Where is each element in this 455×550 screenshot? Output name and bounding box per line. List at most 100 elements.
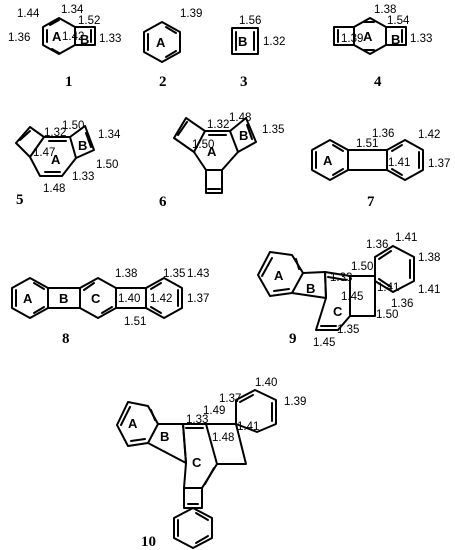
ring-b-5 <box>69 125 95 159</box>
ring-right-9 <box>374 245 415 293</box>
bond-length: 1.47 <box>33 147 55 159</box>
bond-length: 1.38 <box>418 252 440 264</box>
bond-length: 1.50 <box>192 139 214 151</box>
compound-6: A B 1.48 1.32 1.35 1.50 6 <box>159 112 284 210</box>
bond-length: 1.54 <box>387 15 410 27</box>
double-bond <box>165 26 177 34</box>
ring-right-10 <box>235 389 277 433</box>
bond-length: 1.37 <box>187 293 209 305</box>
ring-left-5 <box>15 126 45 158</box>
bond-length: 1.32 <box>263 36 285 48</box>
bond-length: 1.50 <box>62 120 84 132</box>
double-bond <box>85 132 92 148</box>
double-bond <box>101 306 113 314</box>
ring-label-b: B <box>80 32 89 47</box>
bond-length: 1.39 <box>180 8 202 20</box>
bond-length: 1.34 <box>98 129 121 141</box>
ring-middle-9 <box>349 275 376 317</box>
bond-length: 1.35 <box>262 124 284 136</box>
compound-number: 10 <box>141 534 156 550</box>
ring-label-b: B <box>78 138 87 153</box>
bond-length: 1.45 <box>313 337 335 349</box>
compound-number: 1 <box>65 74 73 90</box>
bond-length: 1.51 <box>356 138 378 150</box>
ring-label-a: A <box>156 35 166 50</box>
compound-10: A B C 1.40 1.37 1.39 1.49 1.33 1.41 1.48… <box>116 377 306 550</box>
bond-length: 1.49 <box>203 405 225 417</box>
double-bond <box>120 406 131 426</box>
bond-length: 1.50 <box>96 159 118 171</box>
compound-number: 7 <box>367 194 375 210</box>
double-bond <box>246 124 253 140</box>
bond-length: 1.48 <box>212 432 234 444</box>
bond-length: 1.56 <box>239 15 261 27</box>
bond-length: 1.45 <box>341 291 363 303</box>
ring-label-a: A <box>363 29 373 44</box>
double-bond <box>204 467 215 485</box>
double-bond <box>273 288 290 292</box>
double-bond <box>83 282 95 291</box>
ring-label-b: B <box>391 32 400 47</box>
double-bond <box>33 282 45 290</box>
double-bond <box>51 48 60 54</box>
ring-b-4 <box>385 26 407 46</box>
compound-8: A B C 1.38 1.35 1.43 1.40 1.42 1.37 1.51… <box>11 268 209 347</box>
ring-label-b: B <box>306 281 315 296</box>
ring-label-a: A <box>23 291 33 306</box>
double-bond <box>378 278 392 288</box>
bond-length: 1.42 <box>418 129 440 141</box>
ring-label-a: A <box>274 268 284 283</box>
bond-length: 1.35 <box>337 324 359 336</box>
bond-length: 1.36 <box>372 128 394 140</box>
bond-length: 1.38 <box>374 4 396 16</box>
ring-a-2 <box>143 21 181 63</box>
ring-label-c: C <box>333 304 343 319</box>
double-bond <box>150 409 156 421</box>
ring-label-b: B <box>59 291 68 306</box>
bond-length: 1.39 <box>341 33 363 45</box>
double-bond <box>332 168 344 176</box>
bond-length: 1.36 <box>391 298 413 310</box>
double-bond <box>332 144 344 152</box>
bond-length: 1.37 <box>219 393 241 405</box>
double-bond <box>261 257 273 277</box>
double-bond <box>195 512 209 521</box>
bond-length: 1.41 <box>395 232 417 244</box>
bond-length: 1.44 <box>17 8 40 20</box>
bond-length: 1.35 <box>163 268 185 280</box>
ring-bottom-10 <box>173 507 213 549</box>
bond-length: 1.50 <box>376 309 398 321</box>
bond-length: 1.39 <box>284 396 306 408</box>
ring-label-c: C <box>91 291 101 306</box>
bond-length: 1.33 <box>410 33 432 45</box>
bond-length: 1.33 <box>72 171 94 183</box>
bond-length: 1.51 <box>124 316 146 328</box>
compound-4: A B 1.38 1.54 1.39 1.33 4 <box>333 4 432 90</box>
ring-label-a: A <box>207 144 217 159</box>
bond-length: 1.43 <box>187 268 209 280</box>
compound-3: B 1.56 1.32 3 <box>231 15 285 90</box>
bond-length: 1.42 <box>150 293 172 305</box>
double-bond <box>295 258 300 270</box>
ring-b-3 <box>231 27 259 55</box>
compound-number: 3 <box>240 74 248 90</box>
double-bond <box>195 535 209 544</box>
ring-right-bridge-10 <box>205 423 247 465</box>
bond-length: 1.48 <box>43 183 65 195</box>
compound-9: A B C 1.41 1.36 1.38 1.50 1.33 1.41 1.45… <box>257 232 440 349</box>
double-bond <box>19 130 31 141</box>
double-bond <box>239 394 254 403</box>
bond-length: 1.32 <box>44 127 66 139</box>
bond-length: 1.42 <box>62 31 84 43</box>
double-bond <box>378 250 392 260</box>
ring-label-a: A <box>323 153 333 168</box>
bond-length: 1.38 <box>115 268 137 280</box>
bond-length: 1.36 <box>366 239 388 251</box>
double-bond <box>391 144 403 152</box>
double-bond <box>150 306 162 314</box>
bond-length: 1.41 <box>237 421 259 433</box>
bond-length: 1.33 <box>99 33 121 45</box>
ring-left-6 <box>173 117 206 153</box>
ring-label-a: A <box>51 152 61 167</box>
bond-length: 1.52 <box>78 15 100 27</box>
